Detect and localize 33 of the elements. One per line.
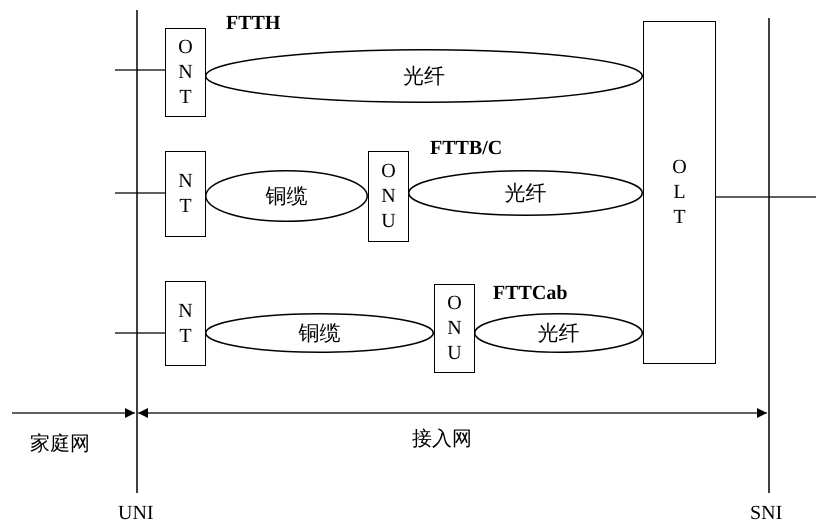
equipment-label: ONT	[177, 35, 194, 110]
equipment-label: ONU	[446, 291, 463, 366]
connector-line	[716, 196, 816, 198]
equipment-label: ONU	[380, 159, 397, 234]
equipment-label: NT	[177, 298, 194, 348]
cable-ellipse	[205, 49, 643, 103]
scheme-label: FTTH	[226, 12, 280, 35]
region-label: 家庭网	[30, 432, 90, 457]
cable-ellipse	[205, 313, 434, 353]
equipment-label: OLT	[671, 155, 688, 230]
cable-label: 铜缆	[266, 183, 308, 210]
connector-line	[115, 332, 165, 334]
region-label: 接入网	[412, 427, 472, 452]
equipment-box	[165, 28, 206, 117]
equipment-box	[165, 281, 206, 366]
cable-ellipse	[474, 313, 643, 353]
cable-label: 光纤	[538, 320, 580, 347]
equipment-box	[165, 151, 206, 237]
scheme-label: FTTB/C	[430, 137, 502, 160]
cable-label: 光纤	[504, 180, 546, 207]
interface-label: UNI	[118, 502, 154, 525]
cable-label: 光纤	[403, 63, 445, 90]
cable-label: 铜缆	[298, 320, 340, 347]
connector-line	[115, 69, 165, 71]
equipment-box	[643, 21, 716, 364]
scheme-label: FTTCab	[493, 282, 568, 305]
equipment-label: NT	[177, 169, 194, 219]
equipment-box	[368, 151, 409, 242]
equipment-box	[434, 284, 475, 373]
cable-ellipse	[408, 170, 643, 216]
cable-ellipse	[205, 170, 368, 222]
interface-label: SNI	[750, 502, 782, 525]
connector-line	[115, 192, 165, 194]
